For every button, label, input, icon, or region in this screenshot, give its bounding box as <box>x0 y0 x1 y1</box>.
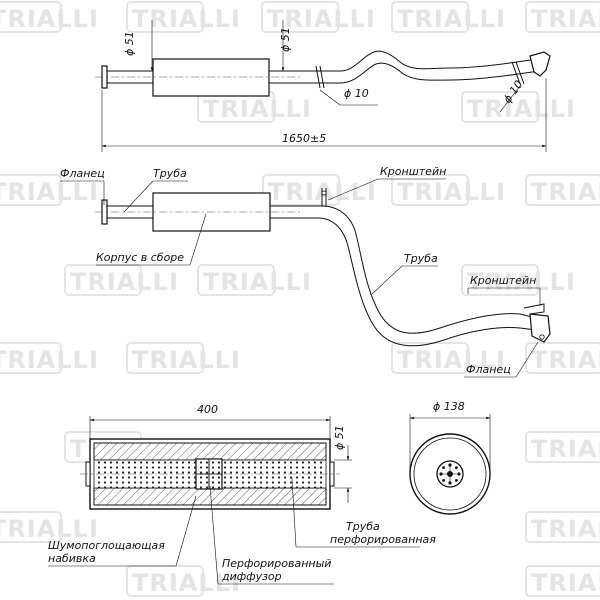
watermark-logo: TRIALLI <box>126 1 241 33</box>
side-rear-flange <box>529 313 551 343</box>
rear-flange <box>529 51 551 77</box>
watermark-logo: TRIALLI <box>0 511 99 543</box>
dim-body-length: 400 <box>197 403 218 416</box>
watermark-logo: TRIALLI <box>525 431 600 463</box>
label-sound-absorbing-2: набивка <box>48 552 96 565</box>
svg-text:TRIALLI: TRIALLI <box>0 346 99 374</box>
watermark-logo: TRIALLI <box>126 565 241 597</box>
svg-text:TRIALLI: TRIALLI <box>397 178 506 206</box>
dim-overall-length: 1650±5 <box>282 132 326 145</box>
watermark-logo: TRIALLI <box>391 1 506 33</box>
watermark-logo: TRIALLI <box>126 342 241 374</box>
watermark-logo: TRIALLI <box>525 174 600 206</box>
label-bracket-top: Кронштейн <box>380 165 446 178</box>
svg-text:TRIALLI: TRIALLI <box>267 5 376 33</box>
watermark-logo: TRIALLI <box>391 174 506 206</box>
side-view: Фланец Труба Кронштейн Корпус в сборе Тр… <box>60 165 551 378</box>
svg-text:TRIALLI: TRIALLI <box>132 346 241 374</box>
label-perforated-diffuser-1: Перфорированный <box>222 557 331 570</box>
svg-text:TRIALLI: TRIALLI <box>531 569 600 597</box>
watermark-logo: TRIALLI <box>197 91 312 123</box>
svg-text:TRIALLI: TRIALLI <box>0 5 99 33</box>
label-flange-right: Фланец <box>466 363 511 376</box>
top-view: ϕ 51 ϕ 51 ϕ 10 ϕ 10 1650±5 <box>95 20 551 152</box>
dim-body-diameter: ϕ 138 <box>433 400 465 413</box>
watermark-logo: TRIALLI <box>461 264 576 296</box>
svg-text:TRIALLI: TRIALLI <box>531 178 600 206</box>
watermark-logo: TRIALLI <box>0 342 99 374</box>
label-perforated-diffuser-2: диффузор <box>221 570 282 583</box>
side-outlet-pipe <box>270 205 537 347</box>
watermark-logo: TRIALLI <box>525 565 600 597</box>
watermark-logo: TRIALLI <box>391 342 506 374</box>
watermark-logo: TRIALLI <box>261 1 376 33</box>
svg-text:TRIALLI: TRIALLI <box>531 346 600 374</box>
label-pipe-left: Труба <box>153 167 187 180</box>
watermark-logo: TRIALLI <box>64 264 179 296</box>
label-perforated-pipe-2: перфорированная <box>330 533 436 546</box>
watermark-logo: TRIALLI <box>0 1 99 33</box>
watermark-logo: TRIALLI <box>0 174 99 206</box>
svg-text:TRIALLI: TRIALLI <box>397 5 506 33</box>
dim-outlet-diameter: ϕ 51 <box>279 27 292 52</box>
bracket-1 <box>315 65 325 89</box>
svg-text:TRIALLI: TRIALLI <box>531 5 600 33</box>
svg-text:TRIALLI: TRIALLI <box>70 268 179 296</box>
dim-section-pipe-diameter: ϕ 51 <box>333 425 346 450</box>
svg-text:TRIALLI: TRIALLI <box>531 435 600 463</box>
watermark-logo: TRIALLI <box>525 511 600 543</box>
svg-text:TRIALLI: TRIALLI <box>0 178 99 206</box>
section-view: 400 ϕ 51 Шумопоглощающая набивка Перфори… <box>48 403 436 585</box>
svg-text:TRIALLI: TRIALLI <box>203 268 312 296</box>
svg-text:TRIALLI: TRIALLI <box>132 5 241 33</box>
end-view: ϕ 138 <box>409 400 491 515</box>
outlet-pipe <box>269 50 540 84</box>
side-bracket-top <box>321 188 327 206</box>
bracket-2 <box>511 61 525 85</box>
svg-text:TRIALLI: TRIALLI <box>467 95 576 123</box>
inlet-pipe <box>107 70 153 84</box>
watermark-logo: TRIALLI <box>262 174 376 206</box>
label-sound-absorbing-1: Шумопоглощающая <box>48 539 165 552</box>
label-pipe-right: Труба <box>404 252 438 265</box>
svg-text:TRIALLI: TRIALLI <box>132 569 241 597</box>
dim-bracket-diameter-1: ϕ 10 <box>344 87 369 100</box>
watermark-logo: TRIALLI <box>461 91 576 123</box>
label-body-assembly: Корпус в сборе <box>96 251 184 264</box>
svg-text:TRIALLI: TRIALLI <box>203 95 312 123</box>
svg-text:TRIALLI: TRIALLI <box>0 515 99 543</box>
svg-text:TRIALLI: TRIALLI <box>467 268 576 296</box>
side-bracket-rear <box>523 303 545 315</box>
sound-absorbing-packing-bottom <box>93 487 327 506</box>
label-bracket-right: Кронштейн <box>470 274 536 287</box>
watermark-logo: TRIALLI <box>525 342 600 374</box>
dim-inlet-diameter: ϕ 51 <box>123 31 136 56</box>
watermark-logo: TRIALLI <box>525 1 600 33</box>
svg-text:TRIALLI: TRIALLI <box>397 346 506 374</box>
label-flange-left: Фланец <box>60 167 105 180</box>
muffler-body <box>152 58 270 97</box>
svg-text:TRIALLI: TRIALLI <box>531 515 600 543</box>
sound-absorbing-packing-top <box>93 442 327 461</box>
label-perforated-pipe-1: Труба <box>346 520 380 533</box>
watermark-logo: TRIALLI <box>197 264 312 296</box>
